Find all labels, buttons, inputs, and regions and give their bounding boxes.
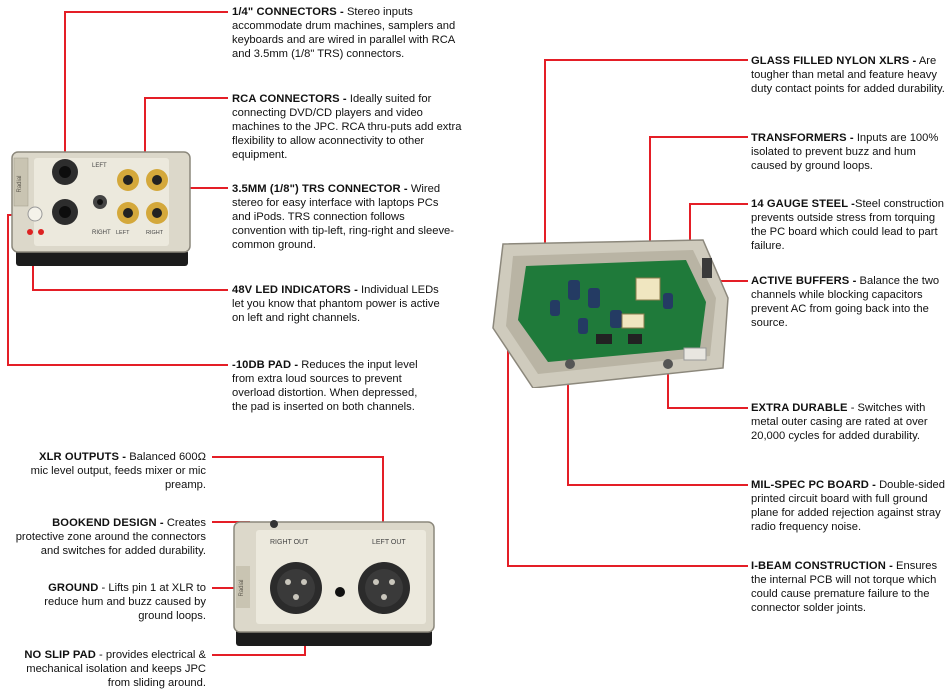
line-nylon-xlr (544, 59, 748, 268)
svg-text:LEFT: LEFT (116, 230, 130, 236)
label-left-out: LEFT OUT (372, 539, 406, 546)
open-chassis-device (492, 239, 729, 388)
callout-bookend-design: BOOKEND DESIGN - Creates protective zone… (15, 517, 206, 557)
line-pcb (567, 375, 748, 486)
svg-text:Radial: Radial (17, 175, 23, 192)
callout-transformers: TRANSFORMERS - Inputs are 100% isolated … (751, 132, 939, 172)
label-left: LEFT (92, 163, 107, 169)
callout-mil-spec-pc-board: MIL-SPEC PC BOARD - Double-sided printed… (751, 479, 946, 533)
line-ibeam (507, 350, 748, 567)
callout-trs-connector: 3.5MM (1/8") TRS CONNECTOR - Wired stere… (232, 183, 454, 251)
input-panel-device: Radial LEFT RIGHT LEFT RIGHT (11, 151, 191, 266)
callout-14-gauge-steel: 14 GAUGE STEEL -Steel construction preve… (751, 198, 944, 252)
callout-extra-durable: EXTRA DURABLE - Switches with metal oute… (751, 402, 928, 442)
line-transformer (649, 136, 748, 285)
svg-text:Radial: Radial (239, 579, 245, 596)
callout-active-buffers: ACTIVE BUFFERS - Balance the two channel… (751, 275, 940, 329)
pad-switch (27, 206, 43, 222)
xlr-output-left (358, 562, 410, 614)
led-left (27, 229, 33, 235)
callout-rca-connectors: RCA CONNECTORS - Ideally suited for conn… (232, 93, 462, 161)
transformer (635, 277, 661, 301)
callout-glass-filled-xlrs: GLASS FILLED NYLON XLRS - Are tougher th… (751, 55, 945, 95)
line-durable (667, 365, 748, 409)
xlr-output-right (270, 562, 322, 614)
output-panel-device: Radial RIGHT OUT LEFT OUT (233, 520, 435, 646)
pad-switch-internal (683, 347, 707, 361)
line-quarter-inch (64, 11, 228, 172)
label-right-out: RIGHT OUT (270, 539, 309, 546)
callout-ground: GROUND - Lifts pin 1 at XLR to reduce hu… (44, 582, 206, 622)
callout-i-beam-construction: I-BEAM CONSTRUCTION - Ensures the intern… (751, 560, 938, 614)
line-steel (689, 203, 748, 255)
led-right (38, 229, 44, 235)
callout-quarter-inch-connectors: 1/4" CONNECTORS - Stereo inputs accommod… (232, 6, 456, 60)
rca-jacks (117, 169, 168, 224)
ground-lift-switch (335, 587, 345, 597)
callout-pad: -10DB PAD - Reduces the input level from… (232, 359, 418, 413)
callout-led-indicators: 48V LED INDICATORS - Individual LEDs let… (232, 284, 440, 324)
svg-text:RIGHT: RIGHT (146, 230, 164, 236)
label-right: RIGHT (92, 230, 111, 236)
line-xlr-out (212, 456, 384, 548)
callout-xlr-outputs: XLR OUTPUTS - Balanced 600Ω mic level ou… (30, 451, 206, 491)
callout-no-slip-pad: NO SLIP PAD - provides electrical & mech… (24, 649, 206, 689)
